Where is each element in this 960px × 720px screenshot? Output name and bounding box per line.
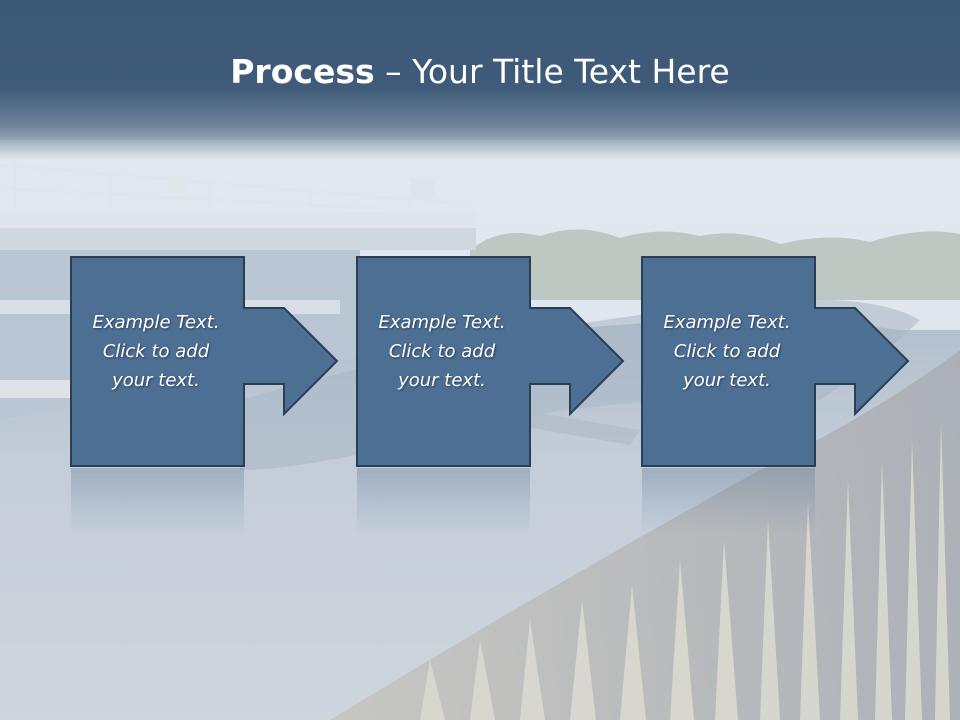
step-line-3: your text. <box>398 370 486 391</box>
step-text[interactable]: Example Text. Click to add your text. <box>74 308 238 395</box>
process-step-2[interactable]: Example Text. Click to add your text. <box>356 256 626 536</box>
step-line-3: your text. <box>112 370 200 391</box>
title-bold-text: Process <box>230 52 375 91</box>
step-arrow-shape <box>356 256 625 534</box>
step-line-3: your text. <box>683 370 771 391</box>
step-arrow-shape <box>641 256 910 534</box>
step-line-1: Example Text. <box>663 312 791 333</box>
slide-title[interactable]: Process – Your Title Text Here <box>0 52 960 91</box>
process-step-3[interactable]: Example Text. Click to add your text. <box>641 256 911 536</box>
step-line-2: Click to add <box>673 341 781 362</box>
step-text[interactable]: Example Text. Click to add your text. <box>645 308 809 395</box>
process-step-1[interactable]: Example Text. Click to add your text. <box>70 256 340 536</box>
step-line-1: Example Text. <box>378 312 506 333</box>
step-line-2: Click to add <box>102 341 210 362</box>
step-line-1: Example Text. <box>92 312 220 333</box>
step-text[interactable]: Example Text. Click to add your text. <box>360 308 524 395</box>
title-rest-text: – Your Title Text Here <box>374 52 730 91</box>
step-line-2: Click to add <box>388 341 496 362</box>
step-arrow-shape <box>70 256 339 534</box>
title-bar <box>0 0 960 160</box>
